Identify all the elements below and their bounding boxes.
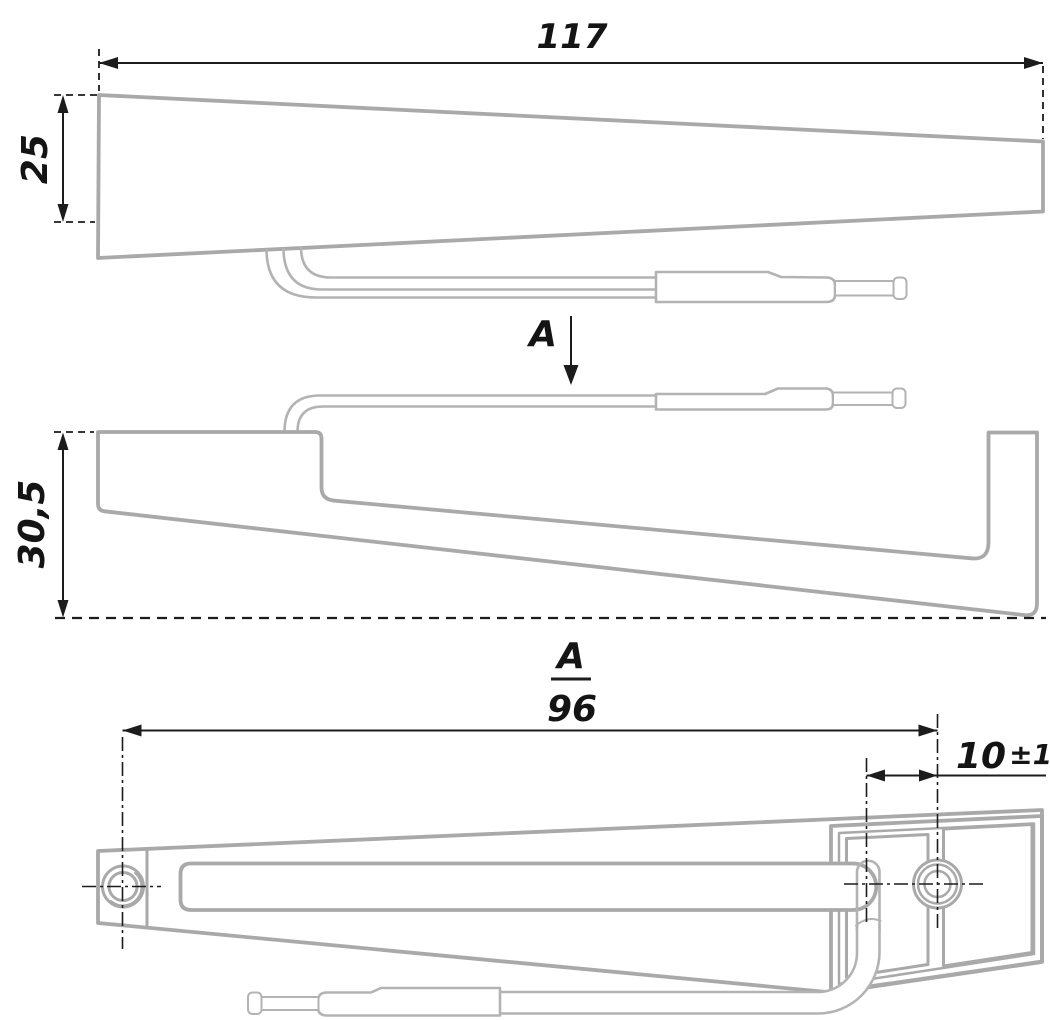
- cable-break-line: [855, 918, 882, 927]
- view-a-label: A: [554, 636, 585, 677]
- bottom-cable: [247, 918, 882, 1017]
- dim-hole-spacing-value: 96: [547, 689, 597, 730]
- bottom-cable-connector: [316, 986, 502, 1017]
- foot-plate-panel-left: [845, 833, 930, 979]
- front-body-outline: [96, 93, 1045, 260]
- side-cable-connector: [654, 387, 835, 411]
- dim-edge-offset: 10±1: [866, 736, 1050, 782]
- arrow-right-icon: [919, 769, 938, 782]
- dim-edge-offset-value: 10±1: [956, 736, 1050, 777]
- dim-overall-length: 117: [98, 17, 1044, 139]
- arrow-down-icon: [57, 600, 69, 618]
- dim-side-height-value: 30,5: [12, 480, 53, 569]
- side-cable-cap: [891, 387, 907, 409]
- front-cable-connector: [654, 270, 837, 304]
- dim-left-height: 25: [15, 94, 97, 223]
- side-cable: [283, 387, 907, 433]
- section-arrow-down-icon: [563, 365, 579, 385]
- side-cable-pin: [832, 391, 894, 406]
- front-cable-cap: [892, 276, 908, 300]
- arrow-left-icon: [99, 57, 118, 69]
- arrow-down-icon: [57, 204, 69, 222]
- arrow-up-icon: [57, 432, 69, 450]
- bottom-view: [82, 714, 1044, 1017]
- foot-plate-outline: [829, 814, 1044, 994]
- arrow-right-icon: [918, 724, 938, 737]
- arrow-right-icon: [1024, 57, 1043, 69]
- view-a-title: A: [551, 636, 591, 681]
- arrow-left-icon: [866, 769, 885, 782]
- side-body-outline: [96, 430, 1039, 618]
- bottom-cable-pin: [257, 996, 320, 1011]
- arrow-up-icon: [57, 95, 69, 113]
- bottom-slot: [178, 861, 879, 912]
- dim-side-height: 30,5: [12, 431, 94, 618]
- section-arrow: A: [526, 314, 579, 385]
- foot-plate-panel-right: [942, 823, 1034, 968]
- dim-left-height-value: 25: [15, 134, 56, 184]
- dim-hole-spacing: 96: [122, 689, 938, 737]
- centerlines: [82, 714, 984, 949]
- section-label: A: [526, 314, 557, 355]
- bottom-cable-exit: [855, 859, 881, 932]
- dim-overall-length-value: 117: [537, 17, 608, 57]
- bottom-cable-cap: [247, 991, 263, 1015]
- side-view: [55, 387, 1046, 620]
- front-cable: [265, 246, 908, 304]
- arrow-left-icon: [122, 724, 142, 737]
- front-view: [96, 93, 1045, 304]
- front-cable-pin: [834, 280, 895, 297]
